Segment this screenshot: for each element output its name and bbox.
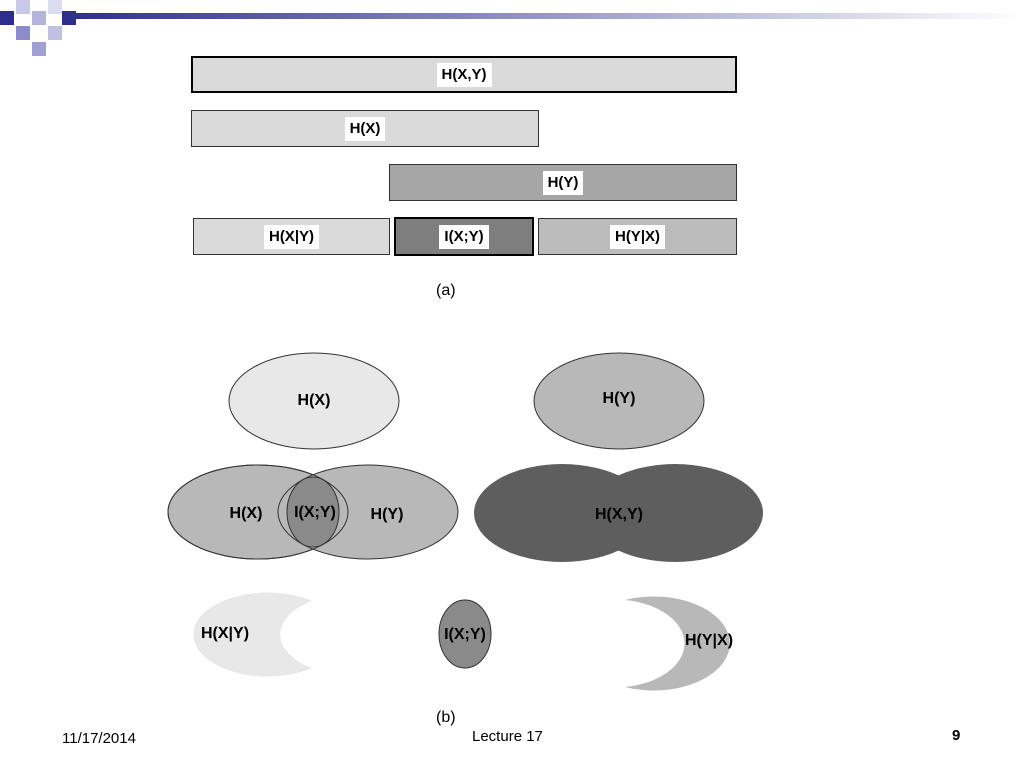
bar-hy-given-x: H(Y|X) [538,218,737,255]
venn-overlap-hx-text: H(X) [230,505,263,522]
bar-hx-given-y: H(X|Y) [193,218,390,255]
venn-mutual-text: I(X;Y) [444,626,486,643]
bar-hx-label: H(X) [344,116,386,141]
venn-hx-ellipse [228,352,400,450]
venn-mutual-ellipse [438,599,492,669]
venn-hy-given-x-text: H(Y|X) [685,632,733,649]
bar-hy-label: H(Y) [542,170,584,195]
page-number: 9 [952,727,961,744]
slide-corner-decoration [0,0,76,56]
bar-joint-entropy-label: H(X,Y) [436,62,492,87]
venn-overlap-hx-outline [167,464,349,560]
venn-hy-ellipse [533,352,705,450]
venn-overlap-hy-text: H(Y) [371,506,404,523]
footer-date: 11/17/2014 [62,730,136,747]
caption-b: (b) [436,709,456,726]
header-gradient-bar [62,13,1024,19]
venn-hy-text: H(Y) [603,390,636,407]
venn-diagrams: H(X) H(Y) H(X) I(X;Y) H(Y) H(X,Y) H(X|Y)… [167,352,763,691]
bar-hx-given-y-label: H(X|Y) [263,224,320,249]
venn-joint-text: H(X,Y) [595,506,643,523]
venn-joint-right-ellipse [587,464,763,562]
bar-hy: H(Y) [389,164,737,201]
bar-joint-entropy: H(X,Y) [191,56,737,93]
venn-overlap-mutual-ellipse [286,476,340,548]
venn-hy-given-x-shape [625,596,730,691]
bar-hx: H(X) [191,110,539,147]
bar-hy-given-x-label: H(Y|X) [609,224,666,249]
venn-hx-given-y-shape [193,592,312,677]
venn-overlap-mutual-text: I(X;Y) [294,504,336,521]
bar-mutual-information: I(X;Y) [394,217,534,256]
venn-hx-text: H(X) [298,392,331,409]
venn-hx-given-y-text: H(X|Y) [201,625,249,642]
bar-mutual-information-label: I(X;Y) [439,224,489,249]
caption-a: (a) [436,282,456,299]
footer-title: Lecture 17 [472,728,543,745]
